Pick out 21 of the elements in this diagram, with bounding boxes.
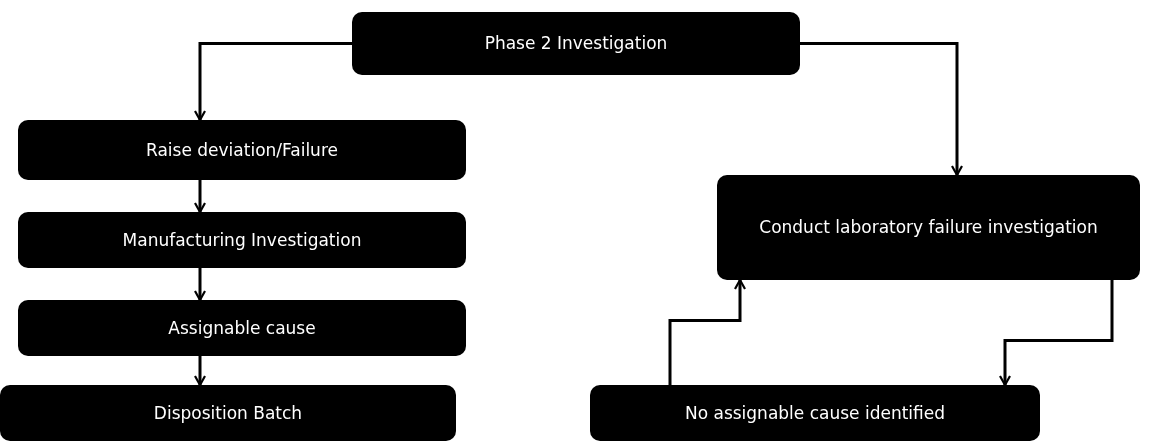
process-box [18, 300, 466, 356]
box-label: Assignable cause [168, 316, 316, 340]
process-box [717, 175, 1140, 280]
process-box [18, 212, 466, 268]
box-label: Raise deviation/Failure [146, 138, 338, 162]
process-box [0, 385, 456, 441]
arrow [193, 180, 207, 214]
process-box [352, 12, 800, 75]
arrow [193, 356, 207, 387]
box-label: Phase 2 Investigation [484, 32, 668, 56]
arrow [193, 268, 207, 302]
arrow [193, 42, 352, 122]
process-box [590, 385, 1040, 441]
process-box [18, 120, 466, 180]
arrow [668, 278, 747, 385]
arrow [800, 42, 964, 177]
box-label: Manufacturing Investigation [122, 228, 362, 252]
arrow [998, 280, 1114, 387]
box-label: Disposition Batch [153, 401, 303, 425]
box-label: Conduct laboratory failure investigation [759, 216, 1098, 240]
box-label: No assignable cause identified [684, 401, 946, 425]
